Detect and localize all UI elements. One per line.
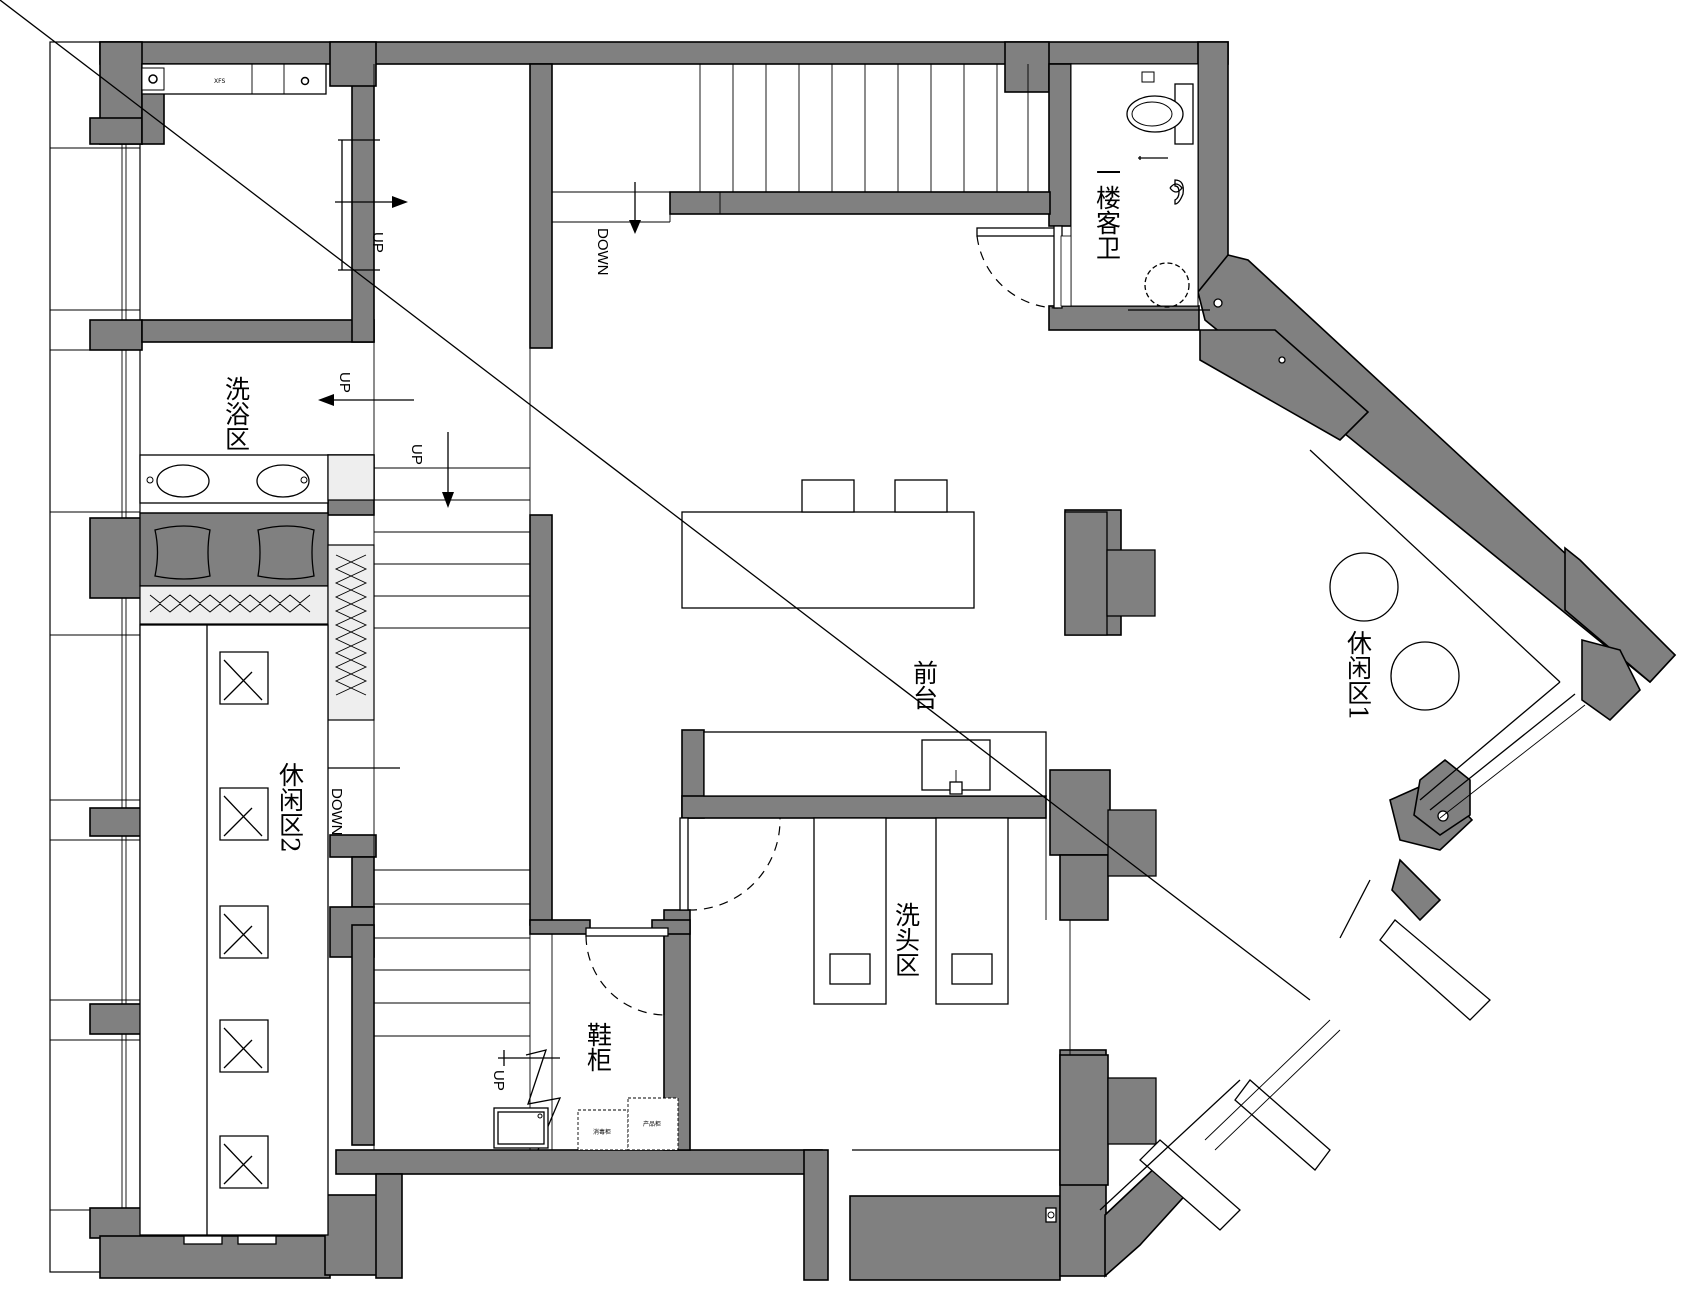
- up-label-4: UP: [490, 1070, 507, 1091]
- walls: [89, 41, 1677, 1281]
- up-label-2: UP: [336, 372, 353, 393]
- bottom-right-room: [852, 1149, 1060, 1223]
- front-desk-furniture: [681, 479, 1156, 797]
- product-cabinet-tag: 产品柜: [643, 1120, 661, 1128]
- stair-top: [552, 64, 1029, 223]
- room-label-lounge-1: 休闲区1: [1344, 630, 1373, 721]
- up-label-1: UP: [369, 232, 386, 253]
- up-label-3: UP: [408, 444, 425, 465]
- room-label-bath-area: 洗浴区: [222, 376, 251, 451]
- room-label-guest-wc: 一楼客卫: [1093, 160, 1122, 260]
- bath-area-furniture: [139, 454, 375, 721]
- down-label-1: DOWN: [594, 228, 611, 276]
- guest-wc-fixtures: [1060, 63, 1286, 364]
- right-facade-glazing: [0, 0, 1586, 1231]
- doors: [585, 225, 1063, 1016]
- room-label-shoe-cabinet: 鞋柜: [584, 1022, 613, 1072]
- lounge-2-furniture: [139, 624, 329, 1245]
- room-label-front-desk: 前台: [910, 660, 939, 710]
- shampoo-area-furniture: [813, 809, 1157, 1145]
- room-label-shampoo-area: 洗头区: [892, 902, 921, 977]
- hydrant-tag: XFS: [214, 78, 225, 85]
- left-window-strip: [49, 41, 141, 1273]
- disinfect-cabinet-tag: 消毒柜: [593, 1128, 611, 1136]
- room-label-lounge-2: 休闲区2: [276, 762, 305, 853]
- down-label-3: DOWN: [328, 788, 345, 836]
- shoe-cabinet-area: 消毒柜 产品柜: [493, 934, 679, 1151]
- stair-middle: [374, 467, 531, 1150]
